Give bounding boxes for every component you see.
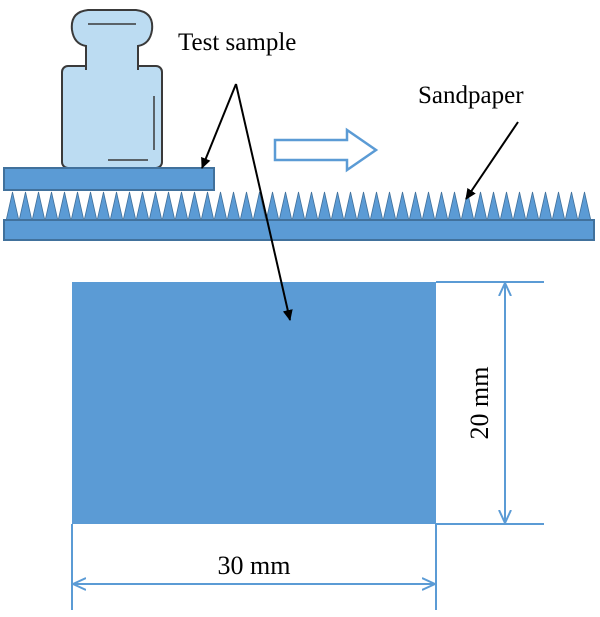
- sandpaper-tooth: [525, 191, 540, 222]
- sandpaper-tooth: [57, 191, 72, 222]
- sandpaper-tooth: [83, 191, 98, 222]
- sandpaper-base: [3, 219, 595, 241]
- sandpaper-tooth: [226, 191, 241, 222]
- sandpaper-tooth: [31, 191, 46, 222]
- width-dimension-label: 30 mm: [218, 551, 291, 580]
- sandpaper-tooth: [512, 191, 527, 222]
- sandpaper-tooth: [174, 191, 189, 222]
- test-sample-pointer-topview: [235, 83, 293, 321]
- sandpaper-tooth: [239, 191, 254, 222]
- sample-top-view: [72, 282, 436, 524]
- sandpaper-tooth: [447, 191, 462, 222]
- test-sample-plate: [3, 167, 215, 191]
- sandpaper-tooth: [473, 191, 488, 222]
- sandpaper-tooth: [564, 191, 579, 222]
- sandpaper-tooth: [200, 191, 215, 222]
- sandpaper-label: Sandpaper: [418, 82, 524, 109]
- sandpaper-pointer: [465, 121, 519, 200]
- sandpaper-tooth: [148, 191, 163, 222]
- sandpaper-tooth: [356, 191, 371, 222]
- sandpaper-tooth: [5, 191, 20, 222]
- sandpaper-tooth: [317, 191, 332, 222]
- width-dimension: [71, 524, 437, 610]
- test-sample-pointer-plate: [201, 83, 237, 169]
- sandpaper-tooth: [135, 191, 150, 222]
- sandpaper-tooth: [486, 191, 501, 222]
- sandpaper-tooth: [330, 191, 345, 222]
- sandpaper-tooth: [70, 191, 85, 222]
- sandpaper-tooth: [434, 191, 449, 222]
- sandpaper-tooth: [291, 191, 306, 222]
- sandpaper-tooth: [538, 191, 553, 222]
- sandpaper-tooth: [213, 191, 228, 222]
- sandpaper-tooth: [122, 191, 137, 222]
- sandpaper-tooth: [109, 191, 124, 222]
- sandpaper-tooth: [369, 191, 384, 222]
- sandpaper-tooth: [499, 191, 514, 222]
- sandpaper-tooth: [18, 191, 33, 222]
- sandpaper-tooth: [551, 191, 566, 222]
- sandpaper-tooth: [395, 191, 410, 222]
- sandpaper-tooth: [421, 191, 436, 222]
- sandpaper-tooth: [577, 191, 592, 222]
- hollow-right-arrow-icon: [273, 127, 379, 173]
- sandpaper-tooth: [265, 191, 280, 222]
- sandpaper-tooth: [187, 191, 202, 222]
- sandpaper-teeth: [5, 191, 592, 222]
- sandpaper-tooth: [278, 191, 293, 222]
- sandpaper-tooth: [96, 191, 111, 222]
- height-dimension: [436, 281, 544, 525]
- calibration-weight-icon: [61, 9, 163, 169]
- sandpaper-tooth: [44, 191, 59, 222]
- sandpaper-tooth: [304, 191, 319, 222]
- sandpaper-tooth: [382, 191, 397, 222]
- height-dimension-label: 20 mm: [465, 367, 494, 440]
- sandpaper-tooth: [408, 191, 423, 222]
- sandpaper-tooth: [343, 191, 358, 222]
- test-sample-label: Test sample: [178, 29, 296, 56]
- sandpaper-tooth: [161, 191, 176, 222]
